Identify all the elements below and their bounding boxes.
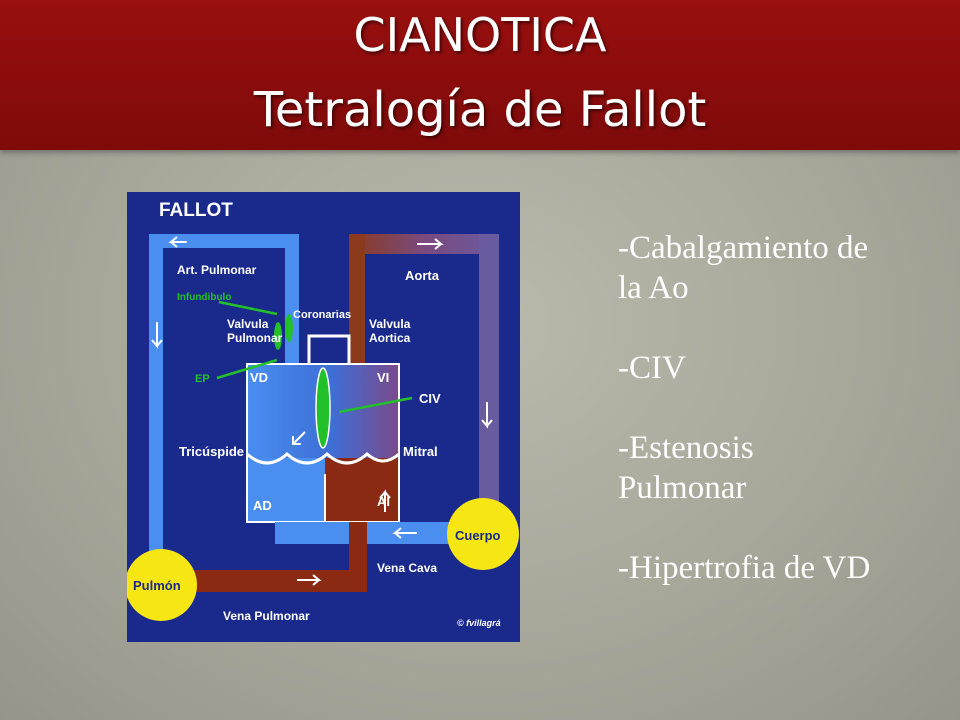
vena-pulmonar-rise xyxy=(349,522,367,592)
bullet-line: -Hipertrofia de VD xyxy=(618,550,871,586)
flow-arrow-1 xyxy=(168,236,187,248)
label-credit: © fvillagrá xyxy=(457,618,501,628)
pulmonary-valve-2 xyxy=(285,314,293,342)
label-aorta: Aorta xyxy=(405,268,440,283)
title-bar: CIANOTICA Tetralogía de Fallot xyxy=(0,0,960,150)
bullet-line: Pulmonar xyxy=(618,470,747,506)
atrium-right xyxy=(247,458,325,522)
ep-pointer xyxy=(216,358,278,380)
label-pulmon: Pulmón xyxy=(133,578,181,593)
civ-valve xyxy=(315,367,331,449)
atrium-left xyxy=(325,458,399,522)
bullet-line: -Cabalgamiento de xyxy=(618,230,869,266)
bullet-civ: -CIV xyxy=(618,348,938,388)
flow-arrow-6 xyxy=(379,489,391,512)
pulmon-organ xyxy=(127,549,197,621)
flow-arrow-2 xyxy=(417,238,444,250)
vena-pulmonar-vessel xyxy=(187,570,367,592)
label-mitral: Mitral xyxy=(403,444,438,459)
slide-subtitle: Tetralogía de Fallot xyxy=(253,82,707,138)
bullet-cabalgamiento: -Cabalgamiento de la Ao xyxy=(618,228,938,308)
label-vena-cava: Vena Cava xyxy=(377,561,437,575)
av-valves xyxy=(245,451,400,465)
label-vi: VI xyxy=(377,370,389,385)
label-coronarias: Coronarias xyxy=(293,309,351,321)
label-ep: EP xyxy=(195,373,210,385)
cuerpo-organ xyxy=(447,498,519,570)
label-ad: AD xyxy=(253,498,272,513)
pulmonary-artery-left-vessel xyxy=(149,234,163,552)
bullet-estenosis: -Estenosis Pulmonar xyxy=(618,428,938,508)
slide-title: CIANOTICA xyxy=(353,8,607,62)
flow-arrow-4 xyxy=(481,402,493,429)
flow-arrow-3 xyxy=(151,322,163,349)
bullet-line: -CIV xyxy=(618,350,686,386)
pulmonary-artery-vessel xyxy=(149,234,299,248)
label-infundibulo: Infundibulo xyxy=(177,292,231,303)
label-art-pulmonar: Art. Pulmonar xyxy=(177,263,257,277)
civ-pointer xyxy=(338,396,413,414)
flow-arrow-7 xyxy=(297,574,322,586)
label-vd: VD xyxy=(250,370,268,385)
label-ai: AI xyxy=(377,494,390,509)
label-valvula-pulmonar-2: Pulmonar xyxy=(227,331,283,345)
infundibulo-pointer xyxy=(218,300,278,316)
bullet-line: la Ao xyxy=(618,270,689,306)
aorta-left-vessel xyxy=(349,234,365,369)
label-cuerpo: Cuerpo xyxy=(455,528,501,543)
fallot-diagram: FALLOT Art. Pulmonar Infundibulo Valvula… xyxy=(127,192,520,642)
bullet-line: -Estenosis xyxy=(618,430,754,466)
pulmonary-valve-1 xyxy=(274,322,282,350)
bullet-list: -Cabalgamiento de la Ao -CIV -Estenosis … xyxy=(618,228,938,628)
label-valvula-aortica-2: Aortica xyxy=(369,331,411,345)
flow-arrow-5 xyxy=(292,431,306,445)
coronary-loop xyxy=(307,334,351,364)
label-civ: CIV xyxy=(419,391,441,406)
aorta-right-vessel xyxy=(479,234,499,502)
label-tricuspide: Tricúspide xyxy=(179,444,244,459)
label-valvula-pulmonar-1: Valvula xyxy=(227,317,269,331)
vena-cava-vessel xyxy=(275,522,487,544)
label-valvula-aortica-1: Valvula xyxy=(369,317,411,331)
label-vena-pulmonar: Vena Pulmonar xyxy=(223,609,310,623)
bullet-hipertrofia: -Hipertrofia de VD xyxy=(618,548,938,588)
diagram-heading: FALLOT xyxy=(159,200,233,221)
flow-arrow-8 xyxy=(392,527,417,539)
